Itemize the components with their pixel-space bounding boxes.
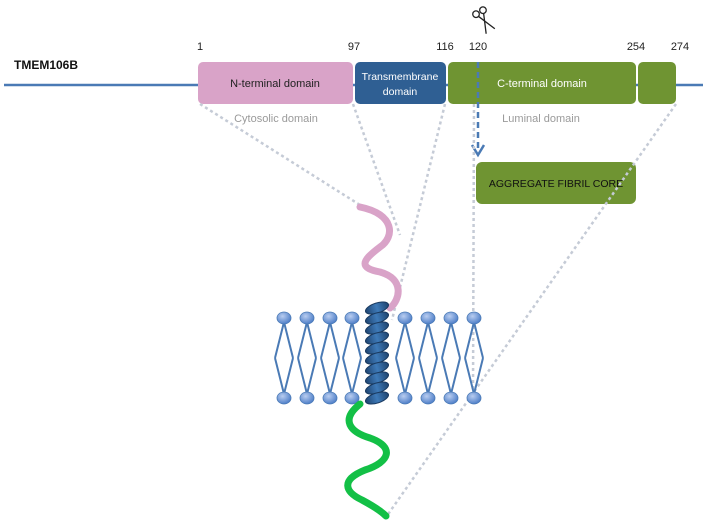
- c-terminal-domain-box: [448, 62, 636, 104]
- lipid-molecule: [274, 357, 294, 405]
- lipid-bilayer: [274, 311, 484, 405]
- luminal-domain-label: Luminal domain: [502, 113, 580, 125]
- position-97: 97: [348, 41, 360, 53]
- transmembrane-helix: [364, 301, 390, 405]
- n-terminal-domain-box: [198, 62, 353, 104]
- lipid-molecule: [464, 357, 484, 405]
- position-254: 254: [627, 41, 645, 53]
- lipid-molecule: [297, 357, 317, 405]
- lipid-molecule: [441, 311, 461, 359]
- transmembrane-domain-box: [355, 62, 446, 104]
- lipid-molecule: [320, 357, 340, 405]
- lipid-molecule: [464, 311, 484, 359]
- luminal-coil: [344, 400, 390, 520]
- transmembrane-domain-label-line1: Transmembrane: [362, 71, 439, 83]
- position-1: 1: [197, 41, 203, 53]
- protein-name: TMEM106B: [14, 58, 78, 72]
- position-116: 116: [436, 41, 454, 53]
- lipid-molecule: [297, 311, 317, 359]
- lipid-molecule: [395, 311, 415, 359]
- n-terminal-domain-label: N-terminal domain: [230, 78, 320, 90]
- lipid-molecule: [342, 357, 362, 405]
- cytosolic-domain-label: Cytosolic domain: [234, 113, 318, 125]
- lipid-molecule: [395, 357, 415, 405]
- projection-lines: [199, 102, 678, 521]
- lipid-molecule: [441, 357, 461, 405]
- lipid-molecule: [418, 357, 438, 405]
- c-terminal-domain-label: C-terminal domain: [497, 78, 587, 90]
- position-120: 120: [469, 41, 487, 53]
- position-274: 274: [671, 41, 689, 53]
- cytosolic-coil: [356, 203, 402, 312]
- fibril-core-box: [476, 162, 636, 204]
- scissors-icon: [472, 6, 496, 34]
- c-terminal-end-box: [638, 62, 676, 104]
- lipid-molecule: [274, 311, 294, 359]
- lipid-molecule: [320, 311, 340, 359]
- helix-turn: [364, 391, 390, 405]
- fibril-core-label: AGGREGATE FIBRIL CORE: [489, 178, 623, 190]
- lipid-molecule: [342, 311, 362, 359]
- lipid-molecule: [418, 311, 438, 359]
- transmembrane-domain-label-line2: domain: [383, 86, 418, 98]
